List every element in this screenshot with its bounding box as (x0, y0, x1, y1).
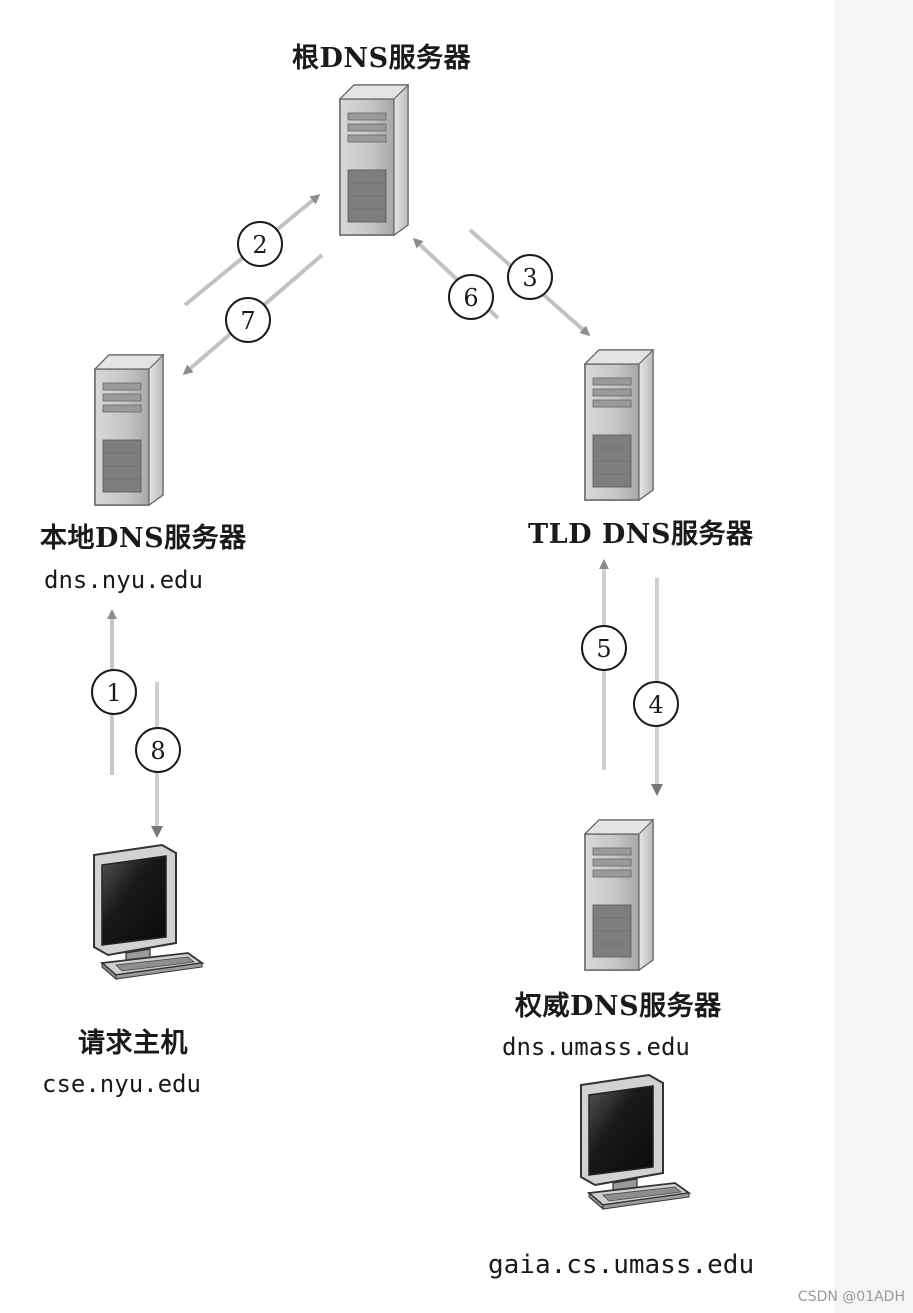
svg-text:4: 4 (648, 691, 663, 719)
authoritative-server-icon (584, 819, 654, 971)
requester-title: 请求主机 (78, 1028, 188, 1059)
tld-server-icon (584, 349, 654, 501)
requester-host: cse.nyu.edu (42, 1070, 201, 1098)
step-badge-7: 7 (225, 297, 271, 343)
svg-text:2: 2 (252, 231, 267, 259)
target-host-name: gaia.cs.umass.edu (488, 1250, 755, 1280)
step-badge-3: 3 (507, 254, 553, 300)
step-badge-1: 1 (91, 669, 137, 715)
local-server-host: dns.nyu.edu (44, 566, 203, 594)
svg-text:5: 5 (596, 635, 611, 663)
authoritative-server-title: 权威DNS服务器 (515, 991, 722, 1022)
tld-server-title: TLD DNS服务器 (528, 519, 754, 550)
requester-host-icon (93, 844, 203, 980)
step-badge-2: 2 (237, 221, 283, 267)
step-badge-8: 8 (135, 727, 181, 773)
step-badge-5: 5 (581, 625, 627, 671)
authoritative-server-host: dns.umass.edu (502, 1033, 690, 1061)
svg-text:6: 6 (463, 284, 478, 312)
svg-text:8: 8 (150, 737, 165, 765)
local-server-title: 本地DNS服务器 (40, 523, 247, 554)
local-server-icon (94, 354, 164, 506)
svg-text:7: 7 (240, 307, 255, 335)
target-host-icon (580, 1074, 690, 1210)
svg-text:3: 3 (522, 264, 537, 292)
step-badge-4: 4 (633, 681, 679, 727)
step-badge-6: 6 (448, 274, 494, 320)
right-margin-strip (834, 0, 913, 1313)
svg-text:1: 1 (106, 679, 121, 707)
root-server-icon (339, 84, 409, 236)
root-server-title: 根DNS服务器 (292, 43, 472, 74)
watermark: CSDN @01ADH (797, 1289, 905, 1305)
